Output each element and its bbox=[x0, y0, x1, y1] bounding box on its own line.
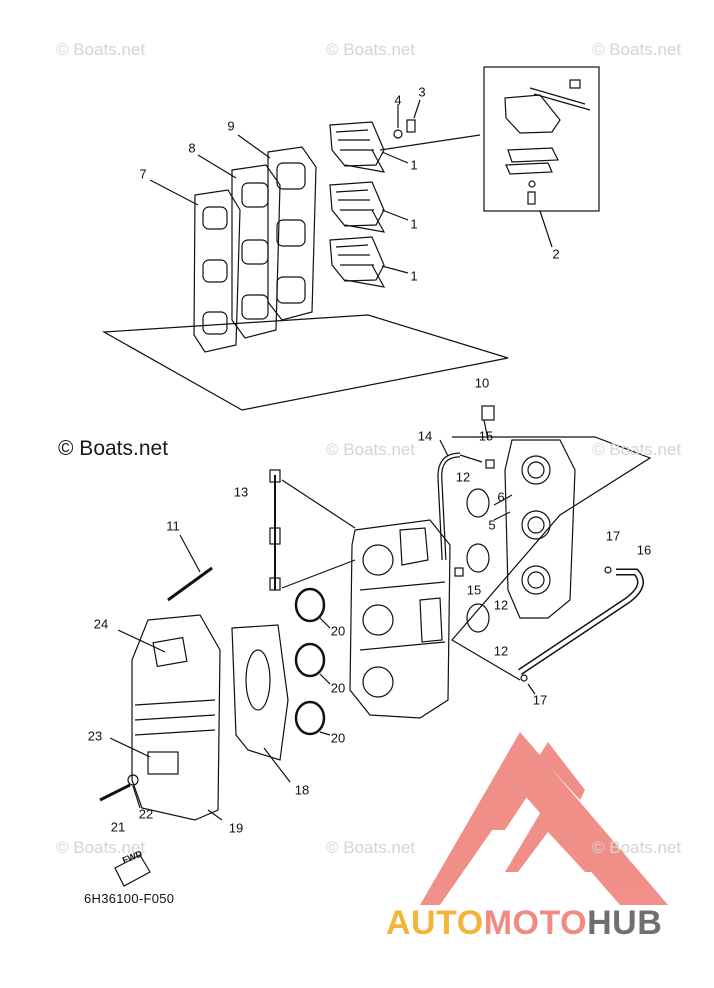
callout-5: 5 bbox=[488, 517, 496, 533]
upper-group-outline bbox=[101, 314, 509, 411]
reed-valve-3 bbox=[329, 236, 386, 288]
brand-logo-text: AUTOMOTOHUB bbox=[386, 904, 662, 943]
callout-4: 4 bbox=[394, 92, 402, 108]
callout-17: 17 bbox=[532, 692, 548, 708]
diagram-code: 6H36100-F050 bbox=[84, 891, 175, 906]
callout-8: 8 bbox=[188, 140, 196, 156]
brand-part-3: HUB bbox=[587, 904, 663, 942]
brand-part-1: AUTO bbox=[386, 904, 484, 942]
callout-11: 11 bbox=[166, 518, 180, 534]
callout-20: 20 bbox=[330, 623, 346, 639]
callout-21: 21 bbox=[110, 819, 126, 835]
callout-19: 19 bbox=[228, 820, 244, 836]
intake-silencer bbox=[131, 614, 221, 821]
callout-20: 20 bbox=[330, 680, 346, 696]
callout-9: 9 bbox=[227, 118, 235, 134]
callout-10: 10 bbox=[474, 375, 490, 391]
gasket-7 bbox=[193, 189, 241, 353]
callout-15: 15 bbox=[478, 428, 494, 444]
callout-6: 6 bbox=[497, 489, 505, 505]
callout-7: 7 bbox=[139, 166, 147, 182]
reed-valve-2 bbox=[329, 181, 386, 233]
callout-20: 20 bbox=[330, 730, 346, 746]
watermark: © Boats.net bbox=[326, 40, 416, 59]
callout-12: 12 bbox=[493, 643, 509, 659]
callout-1: 1 bbox=[410, 216, 418, 232]
watermark: © Boats.net bbox=[56, 838, 146, 857]
intake-manifold bbox=[504, 439, 576, 619]
callout-13: 13 bbox=[233, 484, 249, 500]
callout-12: 12 bbox=[455, 469, 471, 485]
watermark: © Boats.net bbox=[326, 440, 416, 459]
watermark: © Boats.net bbox=[592, 40, 682, 59]
brand-logo-icon bbox=[420, 732, 668, 905]
gasket-9 bbox=[267, 146, 317, 321]
detail-box bbox=[483, 66, 600, 212]
carburetor-assembly bbox=[349, 519, 451, 719]
screw-icon bbox=[406, 119, 416, 133]
bolt-icon bbox=[481, 405, 495, 421]
watermark: © Boats.net bbox=[592, 838, 682, 857]
silencer-gasket bbox=[231, 624, 289, 761]
callout-1: 1 bbox=[410, 157, 418, 173]
washer-icon bbox=[393, 129, 403, 139]
callout-14: 14 bbox=[417, 428, 433, 444]
callout-24: 24 bbox=[93, 616, 109, 632]
callout-23: 23 bbox=[87, 728, 103, 744]
callout-17: 17 bbox=[605, 528, 621, 544]
callout-15: 15 bbox=[466, 582, 482, 598]
main-watermark: © Boats.net bbox=[58, 437, 169, 460]
callout-16: 16 bbox=[636, 542, 652, 558]
reed-valve-1 bbox=[329, 121, 386, 173]
callout-22: 22 bbox=[138, 806, 154, 822]
lower-group-outline bbox=[451, 436, 652, 681]
callout-2: 2 bbox=[552, 246, 560, 262]
callout-1: 1 bbox=[410, 268, 418, 284]
callout-3: 3 bbox=[418, 84, 426, 100]
watermark: © Boats.net bbox=[326, 838, 416, 857]
fwd-arrow-icon bbox=[114, 854, 151, 887]
callout-18: 18 bbox=[294, 782, 310, 798]
brand-part-2: MOTO bbox=[483, 904, 588, 942]
callout-12: 12 bbox=[493, 597, 509, 613]
watermark: © Boats.net bbox=[592, 440, 682, 459]
watermark: © Boats.net bbox=[56, 40, 146, 59]
